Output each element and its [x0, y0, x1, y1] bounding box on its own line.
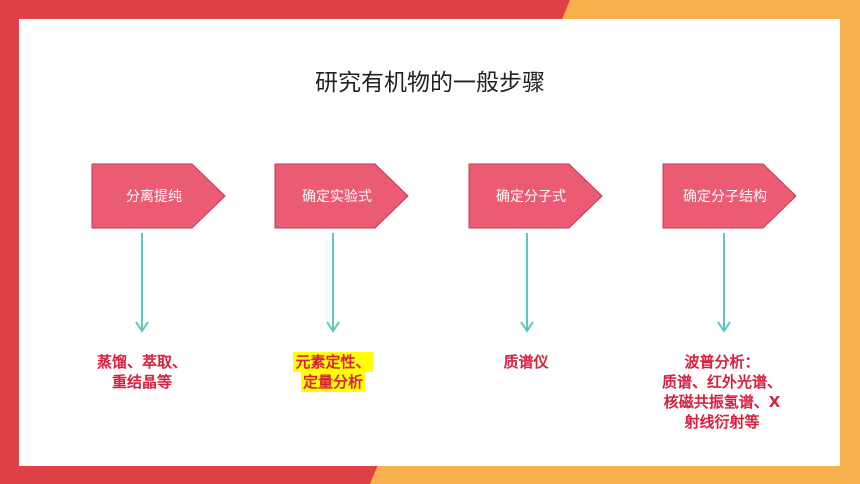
- method-line: 射线衍射等: [684, 413, 760, 431]
- down-arrow-icon: [135, 233, 149, 333]
- slide-panel: [19, 19, 840, 466]
- pentagon-arrow-shape: [274, 163, 409, 229]
- step-box-3: 确定分子式: [468, 163, 604, 229]
- step-label-4: 确定分子结构: [683, 189, 767, 205]
- step-label-3: 确定分子式: [496, 189, 566, 205]
- pentagon-arrow-shape: [468, 163, 603, 229]
- step-label-1: 分离提纯: [126, 189, 182, 205]
- method-text-1: 蒸馏、萃取、 重结晶等: [52, 352, 232, 392]
- method-line: 核磁共振氢谱、X: [663, 393, 781, 411]
- step-box-2: 确定实验式: [274, 163, 410, 229]
- pentagon-arrow-shape: [91, 163, 226, 229]
- method-text-4: 波普分析： 质谱、红外光谱、 核磁共振氢谱、X 射线衍射等: [632, 352, 812, 432]
- down-arrow-icon: [326, 233, 340, 333]
- down-arrow-icon: [717, 233, 731, 333]
- pentagon-arrow-shape: [662, 163, 797, 229]
- method-line: 波普分析：: [684, 353, 760, 371]
- method-line-highlighted: 元素定性、: [293, 352, 373, 372]
- down-arrow-icon: [520, 233, 534, 333]
- method-line-highlighted: 定量分析: [300, 372, 365, 392]
- step-label-2: 确定实验式: [302, 189, 372, 205]
- method-text-2: 元素定性、 定量分析: [243, 352, 423, 392]
- method-line: 质谱、红外光谱、: [661, 373, 782, 391]
- method-line: 蒸馏、萃取、: [96, 353, 187, 371]
- method-line: 质谱仪: [503, 353, 549, 371]
- step-box-1: 分离提纯: [91, 163, 227, 229]
- method-line: 重结晶等: [111, 373, 172, 391]
- slide-title: 研究有机物的一般步骤: [315, 70, 545, 96]
- step-box-4: 确定分子结构: [662, 163, 798, 229]
- method-text-3: 质谱仪: [436, 352, 616, 372]
